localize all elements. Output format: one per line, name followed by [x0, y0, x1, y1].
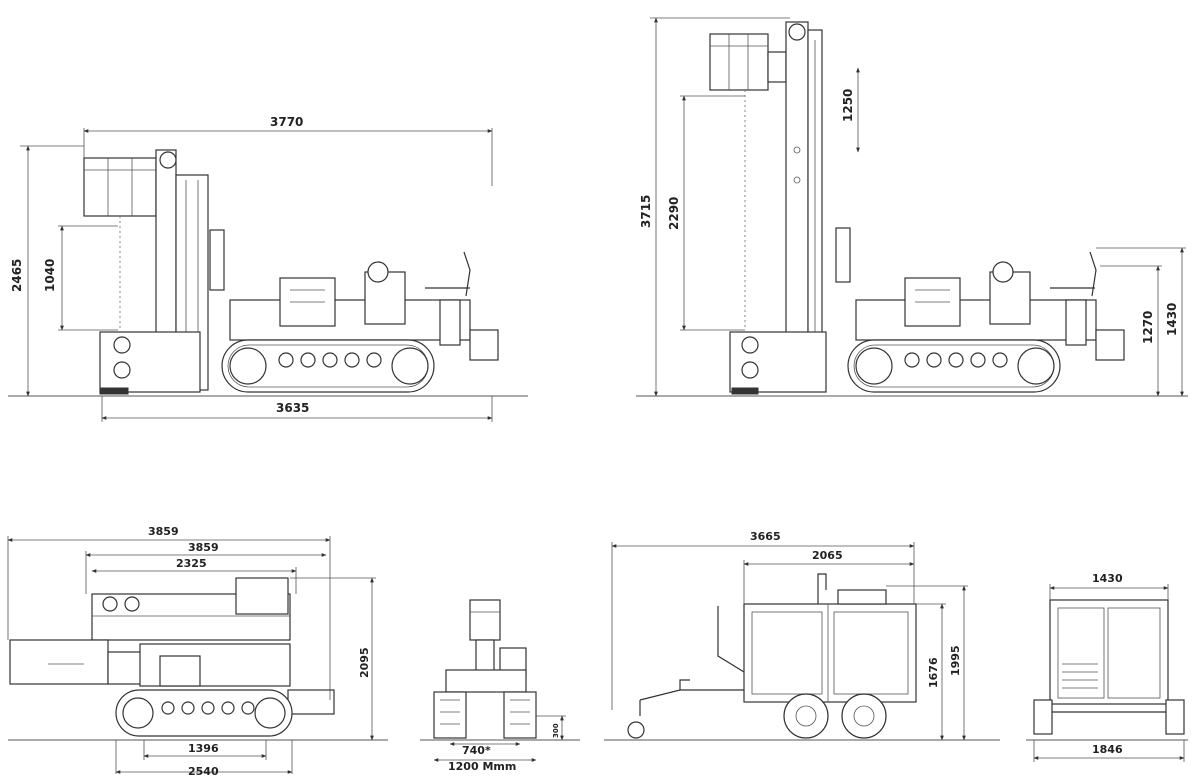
rear-base-low [99, 331, 201, 395]
dim-3859-mid: 3859 [188, 541, 219, 554]
dim-2325: 2325 [176, 557, 207, 570]
dim-1430: 1430 [1165, 303, 1179, 336]
front-body [433, 669, 537, 739]
dim-2065: 2065 [812, 549, 843, 562]
machine-body-low [229, 251, 499, 361]
dimension-lines-front [433, 715, 566, 762]
dim-1250: 1250 [841, 89, 855, 122]
dim-1995: 1995 [949, 645, 962, 676]
dim-1430-rear: 1430 [1092, 572, 1123, 585]
dim-2540: 2540 [188, 765, 219, 778]
side-view-high: 3715 2290 1250 1270 1430 [636, 17, 1188, 397]
trailer-rear-box [1033, 599, 1185, 735]
dim-1396: 1396 [188, 742, 219, 755]
side-view-low: 3770 2465 1040 3635 [8, 115, 528, 422]
dim-2095: 2095 [358, 647, 371, 678]
trailer-box [743, 573, 917, 703]
transport-side-view: 3859 3859 2325 2095 1396 2540 [7, 525, 388, 778]
dim-3859-total: 3859 [148, 525, 179, 538]
machine-body-high [855, 251, 1125, 361]
dimension-lines-high [650, 17, 1186, 397]
dimension-lines-transport [7, 536, 376, 774]
dim-300: 300 [552, 723, 560, 738]
dim-740: 740* [462, 744, 491, 757]
front-view: 300 740* 1200 Mmm [420, 599, 580, 773]
mast-high [785, 21, 851, 391]
mast-folded [91, 577, 291, 641]
rear-base-high [729, 331, 827, 395]
dim-1040: 1040 [43, 259, 57, 292]
front-cabin [9, 639, 143, 685]
dim-1846: 1846 [1092, 743, 1123, 756]
dim-3635: 3635 [276, 401, 309, 415]
dim-2290: 2290 [667, 197, 681, 230]
dim-3770: 3770 [270, 115, 303, 129]
trailer-rear-view: 1430 1846 [1026, 572, 1188, 762]
dimension-lines-low [20, 128, 493, 422]
dim-1676: 1676 [927, 657, 940, 688]
dim-3715: 3715 [639, 195, 653, 228]
dim-1270: 1270 [1141, 311, 1155, 344]
dim-1200: 1200 Mmm [448, 760, 516, 773]
trailer-side-view: 3665 2065 1676 1995 [604, 530, 1000, 741]
transport-body [139, 643, 335, 715]
drill-head-low [83, 157, 157, 330]
crawler-track-transport [115, 689, 293, 737]
trailer-wheels [783, 693, 887, 739]
crawler-track-high [847, 339, 1061, 393]
trailer-frame [627, 606, 745, 739]
dimension-lines-trailer-rear [1033, 584, 1185, 762]
crawler-track-low [221, 339, 435, 393]
dimension-lines-trailer [611, 542, 968, 741]
dim-2465: 2465 [10, 259, 24, 292]
dim-3665: 3665 [750, 530, 781, 543]
drill-head-high [709, 33, 787, 330]
